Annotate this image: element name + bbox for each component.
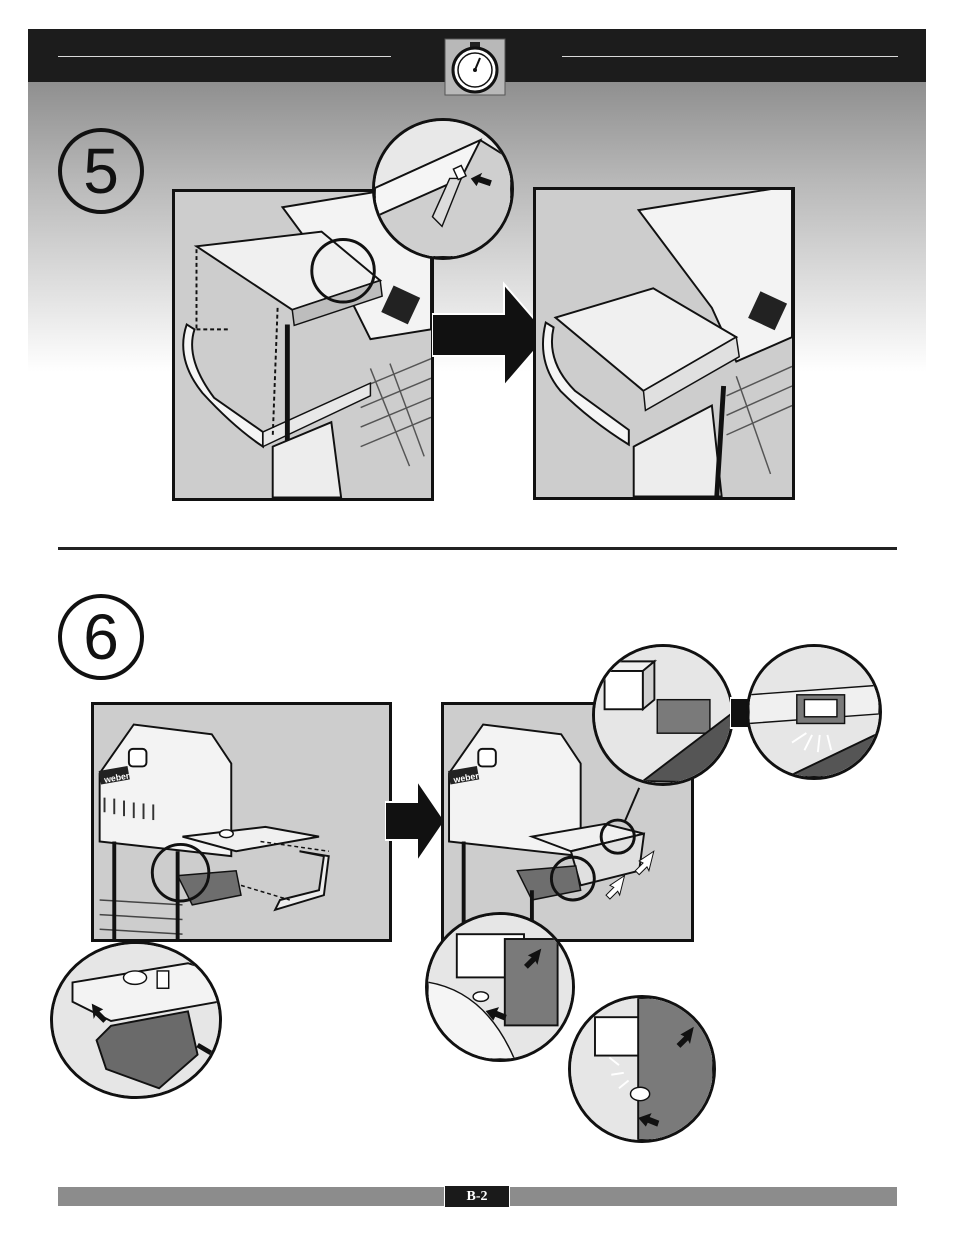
section-divider: [58, 547, 897, 550]
step-number-5: 5: [58, 128, 144, 214]
step-5-detail-tab: [372, 118, 514, 260]
step-6-detail-pin-left: [425, 912, 575, 1062]
step-6-detail-bracket-top: [592, 644, 734, 786]
step-6-detail-bracket-locked: [746, 644, 882, 780]
page-number: B-2: [445, 1186, 509, 1207]
footer-bar-left: [58, 1187, 444, 1206]
footer-bar-right: [510, 1187, 897, 1206]
step-6-arrow-icon: [385, 780, 445, 862]
step-number-6: 6: [58, 594, 144, 680]
step-5-panel-after: [533, 187, 795, 500]
header-rule-left: [58, 56, 391, 57]
header-rule-right: [562, 56, 898, 57]
stopwatch-icon: [444, 38, 506, 96]
step-6-panel-before: weber: [91, 702, 392, 942]
step-6-detail-tray: [50, 941, 222, 1099]
step-6-detail-pin-right: [568, 995, 716, 1143]
